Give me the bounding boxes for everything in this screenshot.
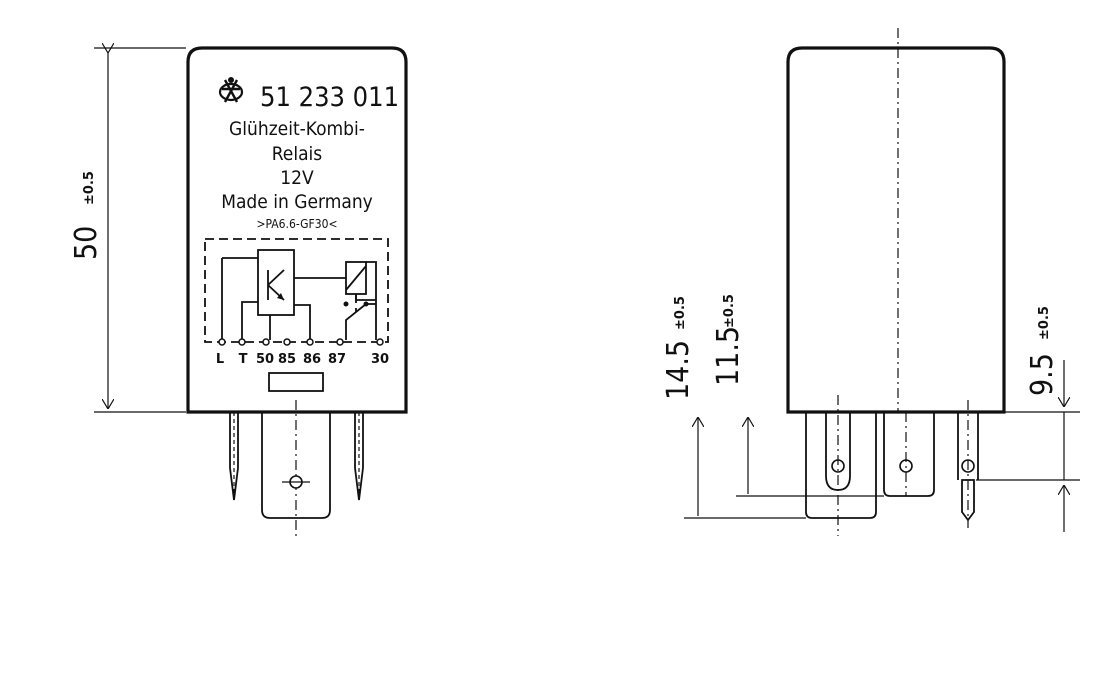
pin-long-tolerance: ±0.5 — [673, 296, 688, 330]
pin-short-tolerance: ±0.5 — [1037, 306, 1052, 340]
terminal-label: 50 — [256, 352, 274, 367]
material-label: >PA6.6-GF30< — [256, 217, 337, 231]
terminal-labels: L T 50 85 86 87 30 — [216, 352, 389, 367]
product-title-line2: Relais — [272, 143, 323, 165]
pin-mid-dimension: 11.5 ±0.5 — [711, 294, 748, 494]
terminal-label: 86 — [303, 352, 321, 367]
height-dimension-value: 50 — [69, 226, 104, 260]
terminal-label: 30 — [371, 352, 389, 367]
voltage-label: 12V — [280, 167, 314, 189]
front-housing-outline — [186, 46, 408, 414]
pin-short-dimension: 9.5 ±0.5 — [1025, 306, 1064, 532]
terminal-label: T — [239, 352, 248, 367]
pin-mid-value: 11.5 — [711, 326, 746, 386]
side-housing-outline — [786, 46, 1006, 414]
side-pin-short — [957, 400, 979, 528]
height-dimension-tolerance: ±0.5 — [82, 171, 97, 205]
circuit-schematic — [218, 249, 384, 346]
product-title-line1: Glühzeit-Kombi- — [229, 118, 365, 140]
manufacturer-logo-icon — [218, 77, 244, 103]
side-pin-long — [805, 395, 877, 536]
origin-label: Made in Germany — [221, 191, 373, 213]
part-number: 51 233 011 — [260, 82, 399, 113]
terminal-label: L — [216, 352, 224, 367]
side-view: 14.5 ±0.5 11.5 ±0.5 9.5 ±0.5 — [661, 28, 1080, 536]
schematic-dashed-box — [204, 238, 389, 343]
terminal-label: 85 — [278, 352, 296, 367]
label-field — [268, 372, 324, 392]
side-pin-middle — [883, 412, 935, 497]
pin-mid-tolerance: ±0.5 — [722, 294, 737, 328]
height-dimension: 50 ±0.5 — [69, 48, 186, 413]
front-view: 51 233 011 Glühzeit-Kombi- Relais 12V Ma… — [69, 46, 408, 538]
pin-long-value: 14.5 — [661, 340, 696, 400]
front-pins — [229, 412, 364, 519]
pin-long-dimension: 14.5 ±0.5 — [661, 296, 698, 516]
terminal-label: 87 — [328, 352, 346, 367]
pin-short-value: 9.5 — [1025, 353, 1060, 396]
